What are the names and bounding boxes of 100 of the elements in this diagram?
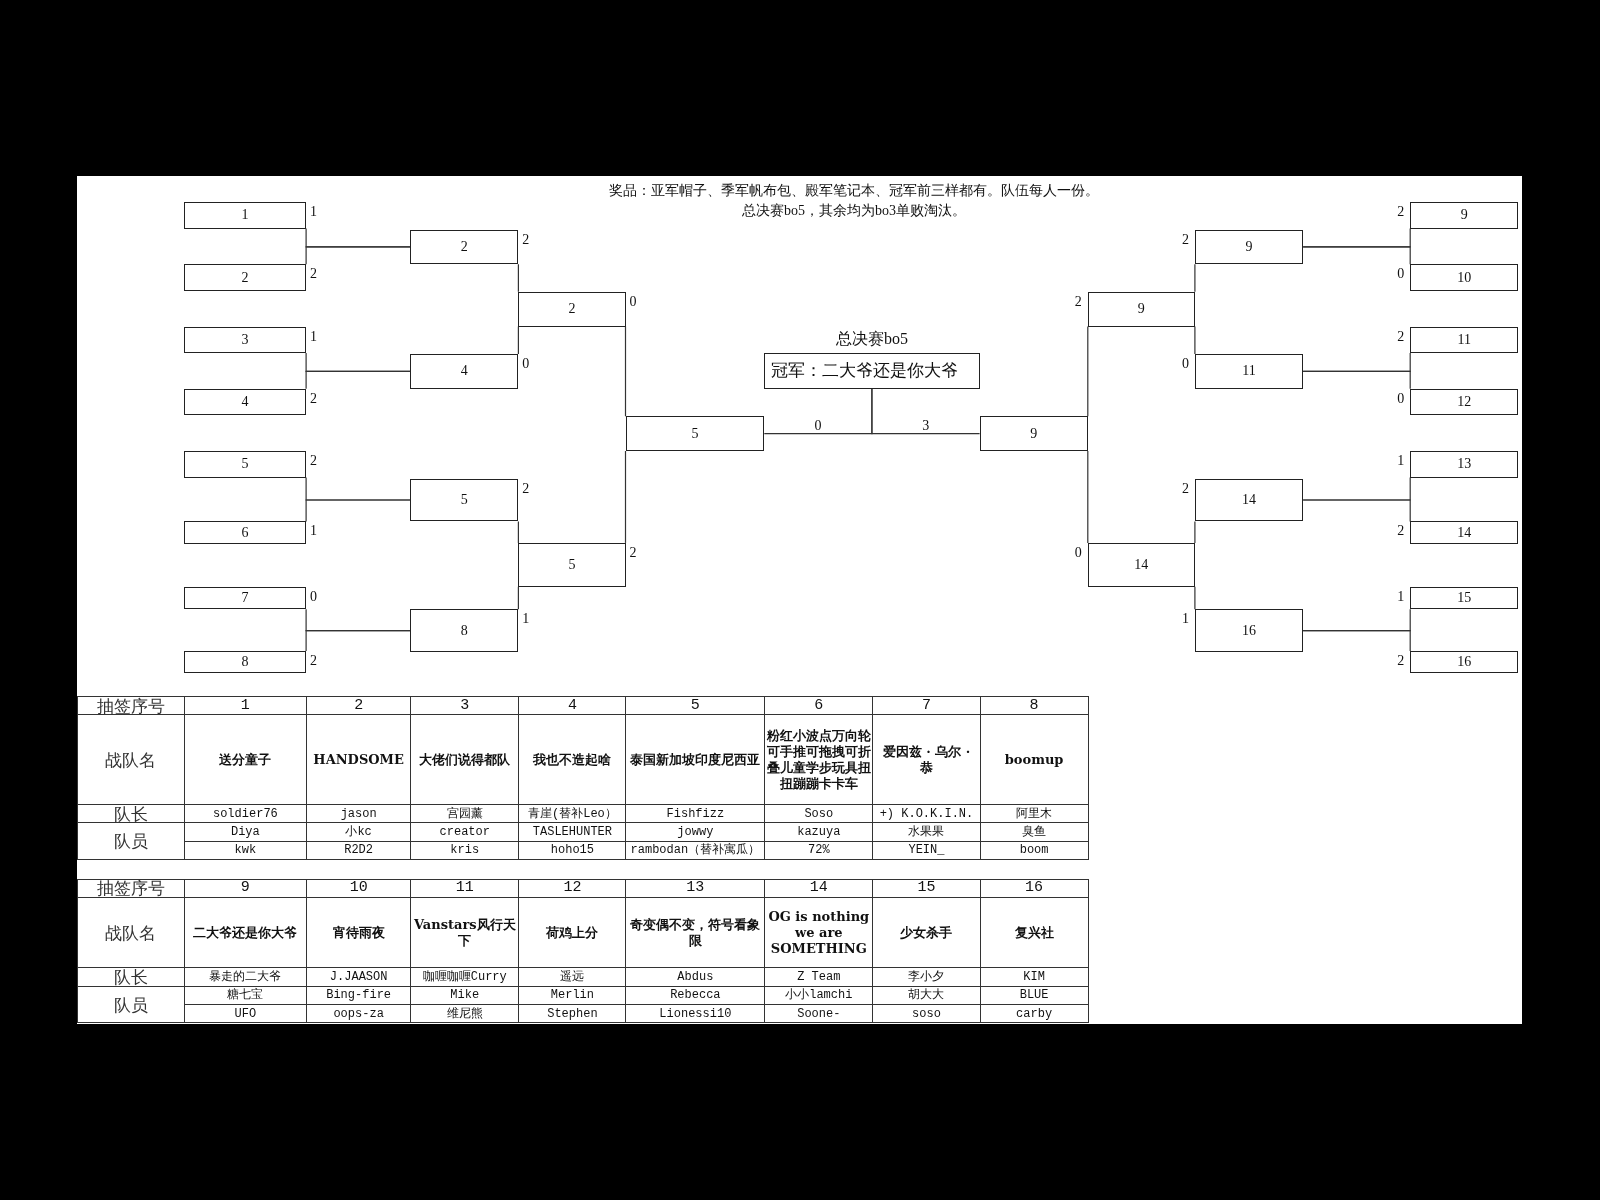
score-label: 2 bbox=[522, 231, 530, 248]
bracket-box: 4 bbox=[410, 354, 519, 389]
team-name: 奇变偶不变，符号看象限 bbox=[625, 897, 765, 968]
bracket-line bbox=[1087, 325, 1089, 417]
player-name: hoho15 bbox=[518, 841, 626, 860]
bracket-box: 9 bbox=[1194, 229, 1304, 265]
player-name: UFO bbox=[184, 1004, 307, 1023]
captain-name: 青崖(替补Leo） bbox=[518, 804, 626, 823]
player-name: BLUE bbox=[980, 986, 1089, 1005]
team-name: 我也不造起啥 bbox=[518, 714, 626, 805]
row-header: 队长 bbox=[77, 804, 185, 823]
player-name: 72% bbox=[764, 841, 873, 860]
team-name: 粉红小波点万向轮可手推可拖拽可折叠儿童学步玩具扭扭蹦蹦卡卡车 bbox=[764, 714, 873, 805]
draw-number: 2 bbox=[306, 696, 411, 715]
player-name: 臭鱼 bbox=[980, 822, 1089, 842]
bracket-line bbox=[624, 450, 627, 544]
row-header: 抽签序号 bbox=[77, 879, 185, 898]
bracket-box: 5 bbox=[183, 451, 307, 478]
team-name: OG is nothing we are SOMETHING bbox=[764, 897, 873, 968]
team-name: boomup bbox=[980, 714, 1089, 805]
score-label: 2 bbox=[1397, 523, 1405, 540]
bracket-box: 16 bbox=[1194, 609, 1304, 652]
player-name: 胡大大 bbox=[872, 986, 981, 1005]
score-label: 0 bbox=[310, 588, 318, 605]
bracket-box: 11 bbox=[1194, 354, 1304, 389]
team-name: 宵待雨夜 bbox=[306, 897, 411, 968]
draw-number: 15 bbox=[872, 879, 981, 898]
bracket-box: 5 bbox=[518, 542, 626, 587]
draw-number: 10 bbox=[306, 879, 411, 898]
bracket-box: 4 bbox=[183, 388, 307, 416]
row-header: 战队名 bbox=[77, 714, 185, 805]
player-name: Soone- bbox=[764, 1004, 873, 1023]
draw-number: 5 bbox=[625, 696, 765, 715]
bracket-box: 9 bbox=[1410, 202, 1519, 229]
player-name: YEIN_ bbox=[872, 841, 981, 860]
team-name: 爱因兹 · 乌尔 · 恭 bbox=[872, 714, 981, 805]
bracket-line bbox=[1194, 520, 1196, 544]
bracket-box: 3 bbox=[183, 326, 307, 354]
row-header: 队长 bbox=[77, 967, 185, 987]
player-name: jowwy bbox=[625, 822, 765, 842]
bracket-box: 2 bbox=[410, 229, 519, 265]
captain-name: 咖喱咖喱Curry bbox=[410, 967, 519, 987]
score-label: 2 bbox=[310, 390, 318, 407]
captain-name: soldier76 bbox=[184, 804, 307, 823]
player-name: kazuya bbox=[764, 822, 873, 842]
bracket-line bbox=[517, 586, 519, 610]
score-label: 2 bbox=[629, 544, 637, 561]
bracket-line bbox=[305, 630, 411, 652]
bracket-line bbox=[871, 388, 981, 435]
row-header: 抽签序号 bbox=[77, 696, 185, 715]
player-name: soso bbox=[872, 1004, 981, 1023]
player-name: Diya bbox=[184, 822, 307, 842]
player-name: boom bbox=[980, 841, 1089, 860]
bracket-box: 5 bbox=[625, 416, 765, 451]
bracket-box: 11 bbox=[1410, 326, 1519, 354]
score-label: 1 bbox=[310, 523, 318, 540]
bracket-line bbox=[517, 520, 519, 544]
player-name: Stephen bbox=[518, 1004, 626, 1023]
score-label: 0 bbox=[629, 293, 637, 310]
player-name: Mike bbox=[410, 986, 519, 1005]
bracket-line bbox=[517, 263, 519, 293]
bracket-box: 1 bbox=[183, 202, 307, 229]
player-name: 小小lamchi bbox=[764, 986, 873, 1005]
score-label: 1 bbox=[1397, 588, 1405, 605]
bracket-box: 2 bbox=[518, 291, 626, 327]
player-name: 糖七宝 bbox=[184, 986, 307, 1005]
score-label: 1 bbox=[1181, 611, 1189, 628]
captain-name: J.JAASON bbox=[306, 967, 411, 987]
bracket-line bbox=[1194, 586, 1196, 610]
player-name: kwk bbox=[184, 841, 307, 860]
bracket-box: 9 bbox=[1087, 291, 1195, 327]
captain-name: Z Team bbox=[764, 967, 873, 987]
bracket-box: 10 bbox=[1410, 264, 1519, 291]
bracket-box: 15 bbox=[1410, 586, 1519, 610]
team-name: 复兴社 bbox=[980, 897, 1089, 968]
draw-number: 1 bbox=[184, 696, 307, 715]
team-name: 少女杀手 bbox=[872, 897, 981, 968]
row-header: 队员 bbox=[77, 986, 185, 1023]
bracket-line bbox=[305, 499, 411, 522]
captain-name: Abdus bbox=[625, 967, 765, 987]
team-name: 荷鸡上分 bbox=[518, 897, 626, 968]
score-label: 2 bbox=[1181, 480, 1189, 497]
score-label: 2 bbox=[310, 453, 318, 469]
player-name: 维尼熊 bbox=[410, 1004, 519, 1023]
bracket-box: 8 bbox=[183, 651, 307, 674]
score-label: 0 bbox=[1397, 390, 1405, 407]
bracket-box: 14 bbox=[1410, 521, 1519, 544]
bracket-box: 2 bbox=[183, 264, 307, 291]
bracket-line bbox=[1087, 450, 1089, 544]
captain-name: 暴走的二大爷 bbox=[184, 967, 307, 987]
bracket-box: 12 bbox=[1410, 388, 1519, 416]
bracket-box: 6 bbox=[183, 521, 307, 544]
score-label: 0 bbox=[1181, 356, 1189, 373]
draw-number: 12 bbox=[518, 879, 626, 898]
bracket-line bbox=[1194, 263, 1196, 293]
player-name: kris bbox=[410, 841, 519, 860]
row-header: 战队名 bbox=[77, 897, 185, 968]
score-label: 2 bbox=[1397, 653, 1405, 669]
draw-number: 16 bbox=[980, 879, 1089, 898]
score-label: 1 bbox=[310, 204, 318, 221]
